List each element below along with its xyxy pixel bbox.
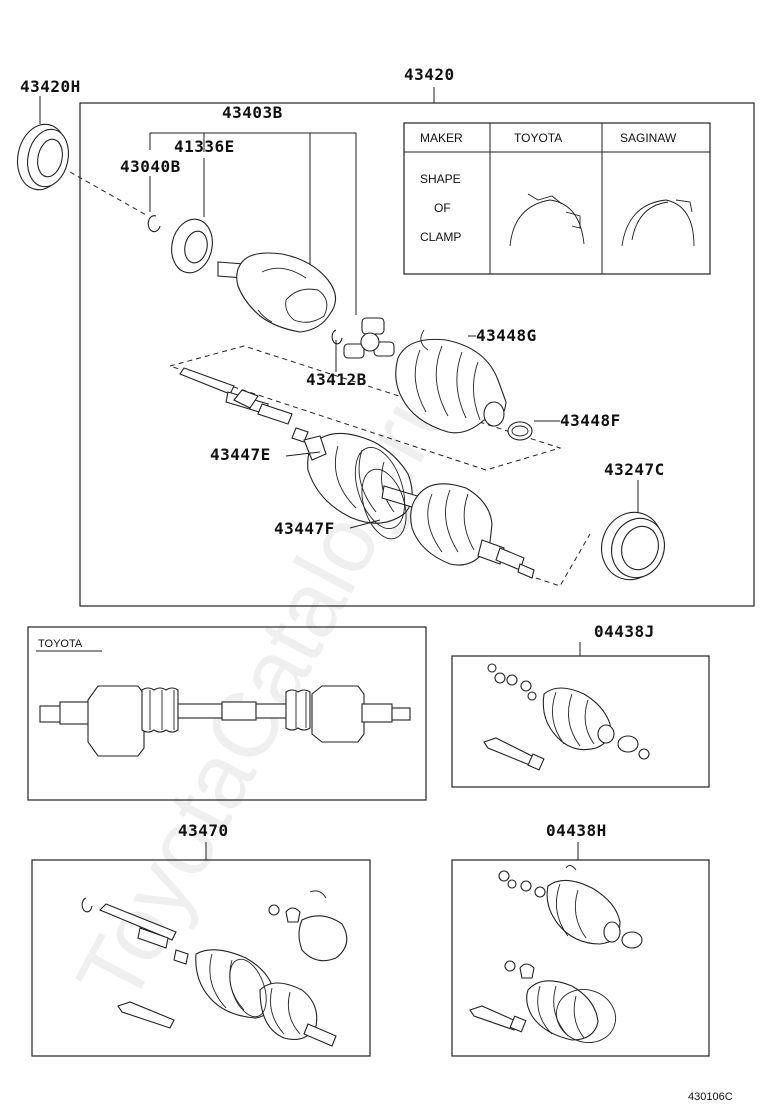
tripod-43412b-part <box>343 317 395 359</box>
toyota-clamp-icon <box>509 193 585 247</box>
toyota-variant-frame <box>27 626 427 801</box>
table-header-toyota: TOYOTA <box>514 131 562 145</box>
label-43420[interactable]: 43420 <box>404 65 455 84</box>
page-code: 430106C <box>688 1091 733 1103</box>
label-43447e[interactable]: 43447E <box>210 445 271 464</box>
saginaw-clamp-icon <box>621 199 695 247</box>
seal-43247c-part <box>601 511 665 581</box>
small-snap-ring-part <box>331 329 343 345</box>
clamp-shape-table: MAKER TOYOTA SAGINAW SHAPE OF CLAMP <box>403 122 711 275</box>
label-43040b[interactable]: 43040B <box>120 157 181 176</box>
label-04438j[interactable]: 04438J <box>594 622 655 641</box>
axle-shaft-part <box>179 367 309 443</box>
assembly-43470-parts <box>81 890 348 1047</box>
kit-04438h-frame <box>451 859 710 1057</box>
boot-ring-outline-1 <box>354 447 406 529</box>
inner-joint-housing-part <box>217 252 337 333</box>
label-04438h[interactable]: 04438H <box>546 821 607 840</box>
label-43420h[interactable]: 43420H <box>20 77 81 96</box>
snap-ring-part <box>147 215 161 233</box>
outer-cv-boot-part <box>410 483 535 579</box>
toyota-variant-title: TOYOTA <box>38 638 83 650</box>
label-43447f[interactable]: 43447F <box>274 519 335 538</box>
label-41336e[interactable]: 41336E <box>174 137 235 156</box>
seal-43420h-part <box>16 123 70 191</box>
label-43448f[interactable]: 43448F <box>560 411 621 430</box>
label-43412b[interactable]: 43412B <box>306 370 367 389</box>
label-43247c[interactable]: 43247C <box>604 460 665 479</box>
table-header-maker: MAKER <box>420 131 463 145</box>
main-assembly-frame <box>79 102 755 607</box>
assembly-43470-frame <box>31 859 371 1057</box>
boot-ring-outline-2 <box>361 468 407 540</box>
kit-04438h-parts <box>469 865 643 1043</box>
outer-boot-43448g-part <box>395 329 507 434</box>
toyota-driveshaft-drawing <box>39 685 411 757</box>
table-header-saginaw: SAGINAW <box>620 131 677 145</box>
table-row-label-of: OF <box>434 201 451 215</box>
table-row-label-shape: SHAPE <box>420 172 461 186</box>
label-43470[interactable]: 43470 <box>178 821 229 840</box>
spacer-41336e-part <box>171 218 213 274</box>
table-row-label-clamp: CLAMP <box>420 230 461 244</box>
label-43448g[interactable]: 43448G <box>476 326 537 345</box>
clamp-43448f-part <box>507 421 533 441</box>
kit-04438j-parts <box>483 663 650 771</box>
label-43403b[interactable]: 43403B <box>222 103 283 122</box>
kit-04438j-frame <box>451 655 710 788</box>
